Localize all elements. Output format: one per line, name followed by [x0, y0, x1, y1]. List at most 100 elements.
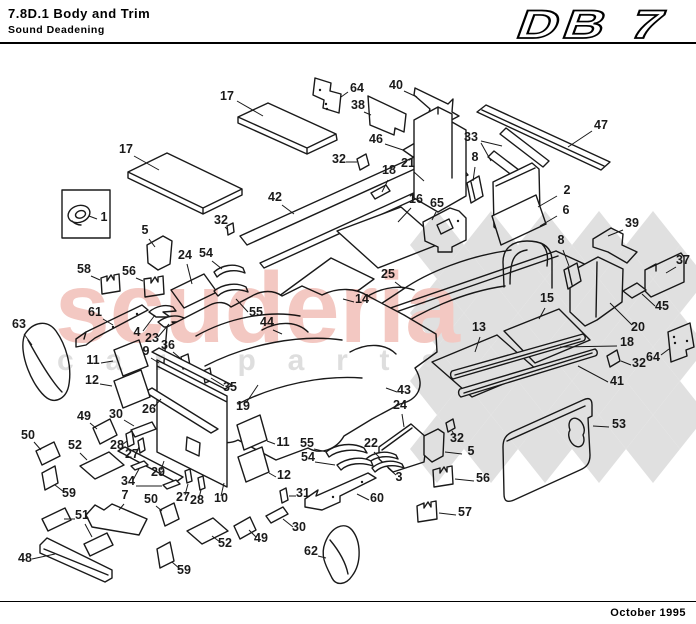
leader-line-32: [224, 226, 229, 231]
part-label-20[interactable]: 20: [631, 320, 645, 334]
part-label-28[interactable]: 28: [110, 438, 124, 452]
part-label-18[interactable]: 18: [620, 335, 634, 349]
part-label-35[interactable]: 35: [223, 380, 237, 394]
part-label-52[interactable]: 52: [68, 438, 82, 452]
part-label-57[interactable]: 57: [458, 505, 472, 519]
part-label-64[interactable]: 64: [350, 81, 364, 95]
part-label-18[interactable]: 18: [382, 163, 396, 177]
db7-logo-text: DB 7: [511, 2, 677, 47]
part-label-45[interactable]: 45: [655, 299, 669, 313]
part-label-5[interactable]: 5: [468, 444, 475, 458]
part-label-4[interactable]: 4: [134, 325, 141, 339]
part-label-13[interactable]: 13: [472, 320, 486, 334]
part-label-10[interactable]: 10: [214, 491, 228, 505]
part-label-63[interactable]: 63: [12, 317, 26, 331]
leader-line-7: [118, 503, 125, 511]
part-label-62[interactable]: 62: [304, 544, 318, 558]
part-label-64[interactable]: 64: [646, 350, 660, 364]
part-label-31[interactable]: 31: [296, 486, 310, 500]
part-label-32[interactable]: 32: [332, 152, 346, 166]
part-label-27[interactable]: 27: [125, 447, 139, 461]
part-label-28[interactable]: 28: [190, 493, 204, 507]
part-label-59[interactable]: 59: [177, 563, 191, 577]
part-label-41[interactable]: 41: [610, 374, 624, 388]
leader-line-33: [480, 142, 492, 162]
part-label-53[interactable]: 53: [612, 417, 626, 431]
part-label-15[interactable]: 15: [540, 291, 554, 305]
part-label-30[interactable]: 30: [109, 407, 123, 421]
leader-line-64: [340, 91, 349, 98]
part-label-60[interactable]: 60: [370, 491, 384, 505]
part-label-14[interactable]: 14: [355, 292, 369, 306]
part-label-40[interactable]: 40: [389, 78, 403, 92]
part-label-24[interactable]: 24: [393, 398, 407, 412]
part-label-7[interactable]: 7: [122, 488, 129, 502]
part-30-strip-center: [265, 506, 289, 524]
part-38-pad: [367, 95, 407, 136]
part-label-23[interactable]: 23: [145, 331, 159, 345]
part-label-42[interactable]: 42: [268, 190, 282, 204]
part-label-12[interactable]: 12: [277, 468, 291, 482]
part-label-50[interactable]: 50: [144, 492, 158, 506]
part-label-34[interactable]: 34: [121, 474, 135, 488]
part-11-pad-left: [113, 339, 149, 377]
part-label-12[interactable]: 12: [85, 373, 99, 387]
part-64-bracket-right-rivet-dot: [672, 335, 676, 339]
part-label-59[interactable]: 59: [62, 486, 76, 500]
part-label-3[interactable]: 3: [396, 470, 403, 484]
part-label-43[interactable]: 43: [397, 383, 411, 397]
part-label-29[interactable]: 29: [151, 465, 165, 479]
part-label-19[interactable]: 19: [236, 399, 250, 413]
part-label-16[interactable]: 16: [409, 192, 423, 206]
part-label-17[interactable]: 17: [220, 89, 234, 103]
part-label-2[interactable]: 2: [564, 183, 571, 197]
part-label-9[interactable]: 9: [143, 344, 150, 358]
part-label-32[interactable]: 32: [632, 356, 646, 370]
part-label-8[interactable]: 8: [558, 233, 565, 247]
part-label-52[interactable]: 52: [218, 536, 232, 550]
part-label-33[interactable]: 33: [464, 130, 478, 144]
part-label-56[interactable]: 56: [122, 264, 136, 278]
part-label-58[interactable]: 58: [77, 262, 91, 276]
part-label-55[interactable]: 55: [249, 305, 263, 319]
part-label-1[interactable]: 1: [101, 210, 108, 224]
part-label-22[interactable]: 22: [364, 436, 378, 450]
part-label-39[interactable]: 39: [625, 216, 639, 230]
part-label-44[interactable]: 44: [260, 315, 274, 329]
part-label-21[interactable]: 21: [401, 156, 415, 170]
part-label-26[interactable]: 26: [142, 402, 156, 416]
part-label-55[interactable]: 55: [300, 436, 314, 450]
part-label-24[interactable]: 24: [178, 248, 192, 262]
part-label-5[interactable]: 5: [142, 223, 149, 237]
part-label-56[interactable]: 56: [476, 471, 490, 485]
part-label-51[interactable]: 51: [75, 508, 89, 522]
part-label-8[interactable]: 8: [472, 150, 479, 164]
part-label-36[interactable]: 36: [161, 338, 175, 352]
part-label-11[interactable]: 11: [86, 353, 99, 367]
part-label-30[interactable]: 30: [292, 520, 306, 534]
part-label-11[interactable]: 11: [276, 435, 289, 449]
part-label-46[interactable]: 46: [369, 132, 383, 146]
part-label-6[interactable]: 6: [563, 203, 570, 217]
part-label-37[interactable]: 37: [676, 253, 690, 267]
part-label-17[interactable]: 17: [119, 142, 133, 156]
part-label-61[interactable]: 61: [88, 305, 102, 319]
footer-date: October 1995: [610, 607, 686, 619]
leader-line-29: [160, 460, 165, 471]
part-label-25[interactable]: 25: [381, 267, 395, 281]
footer-rule: [0, 601, 696, 602]
part-label-54[interactable]: 54: [301, 450, 315, 464]
part-label-32[interactable]: 32: [214, 213, 228, 227]
part-label-27[interactable]: 27: [176, 490, 190, 504]
part-label-50[interactable]: 50: [21, 428, 35, 442]
part-label-49[interactable]: 49: [254, 531, 268, 545]
part-label-65[interactable]: 65: [430, 196, 444, 210]
part-label-32[interactable]: 32: [450, 431, 464, 445]
part-label-49[interactable]: 49: [77, 409, 91, 423]
part-label-48[interactable]: 48: [18, 551, 32, 565]
part-label-38[interactable]: 38: [351, 98, 365, 112]
part-label-47[interactable]: 47: [594, 118, 608, 132]
part-label-54[interactable]: 54: [199, 246, 213, 260]
leader-line-59: [54, 484, 65, 493]
leader-line-54: [211, 260, 223, 270]
